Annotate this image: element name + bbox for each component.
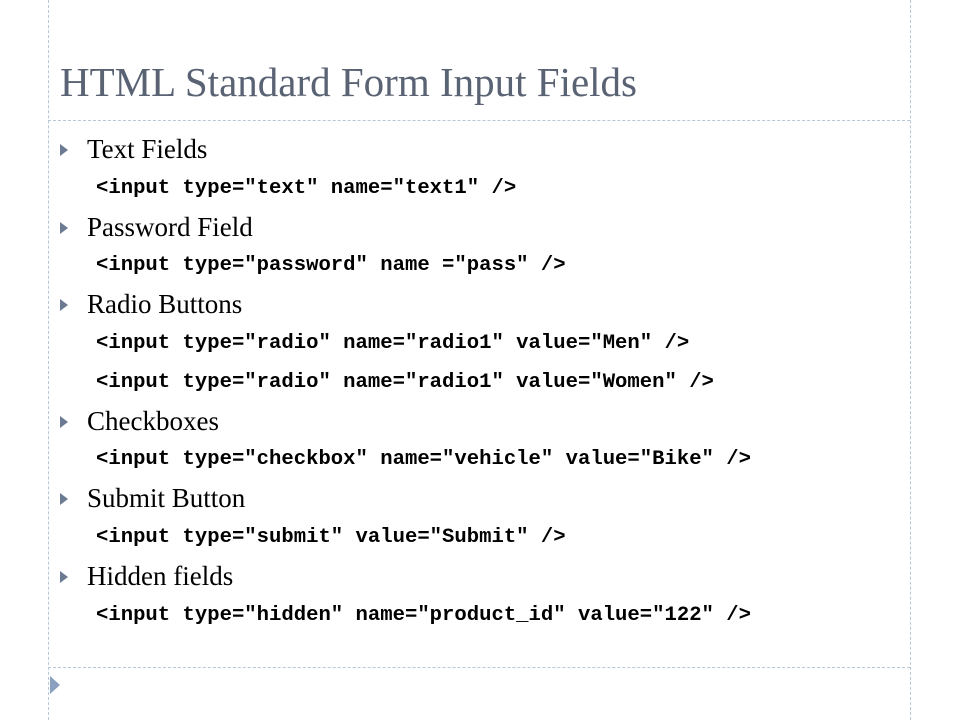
item-label-hidden-fields: Hidden fields (87, 560, 234, 591)
footer-divider (48, 667, 910, 668)
list-item: Password Field (0, 209, 960, 248)
triangle-corner-icon (50, 676, 60, 694)
title-divider (48, 120, 910, 121)
item-label-text-fields: Text Fields (87, 134, 208, 164)
item-label-password-field: Password Field (87, 211, 253, 242)
list-item: Text Fields (0, 131, 960, 170)
code-line: <input type="checkbox" name="vehicle" va… (0, 441, 960, 480)
triangle-bullet-icon (60, 299, 68, 312)
triangle-bullet-icon (60, 415, 68, 428)
list-item: Hidden fields (0, 558, 960, 597)
code-checkbox-input: <input type="checkbox" name="vehicle" va… (96, 448, 751, 472)
code-password-input: <input type="password" name ="pass" /> (96, 254, 566, 278)
bullet-list: Text Fields <input type="text" name="tex… (0, 131, 960, 635)
item-label-checkboxes: Checkboxes (87, 405, 219, 436)
list-item: Checkboxes (0, 403, 960, 442)
code-line: <input type="radio" name="radio1" value=… (0, 364, 960, 403)
code-radio-men: <input type="radio" name="radio1" value=… (96, 331, 690, 355)
code-line: <input type="radio" name="radio1" value=… (0, 325, 960, 364)
list-item: Submit Button (0, 480, 960, 519)
code-line: <input type="password" name ="pass" /> (0, 247, 960, 286)
item-label-submit-button: Submit Button (87, 483, 246, 514)
guide-line-left (48, 0, 49, 720)
slide-title: HTML Standard Form Input Fields (60, 59, 638, 105)
code-submit-input: <input type="submit" value="Submit" /> (96, 525, 566, 549)
code-line: <input type="submit" value="Submit" /> (0, 519, 960, 558)
code-line: <input type="hidden" name="product_id" v… (0, 597, 960, 636)
triangle-bullet-icon (60, 570, 68, 583)
triangle-bullet-icon (60, 221, 68, 234)
triangle-bullet-icon (60, 493, 68, 506)
list-item: Radio Buttons (0, 286, 960, 325)
code-radio-women: <input type="radio" name="radio1" value=… (96, 370, 714, 394)
code-line: <input type="text" name="text1" /> (0, 170, 960, 209)
triangle-bullet-icon (60, 144, 68, 156)
item-label-radio-buttons: Radio Buttons (87, 289, 243, 320)
guide-line-right (910, 0, 911, 720)
code-hidden-input: <input type="hidden" name="product_id" v… (96, 603, 751, 627)
code-text-input: <input type="text" name="text1" /> (96, 176, 517, 200)
